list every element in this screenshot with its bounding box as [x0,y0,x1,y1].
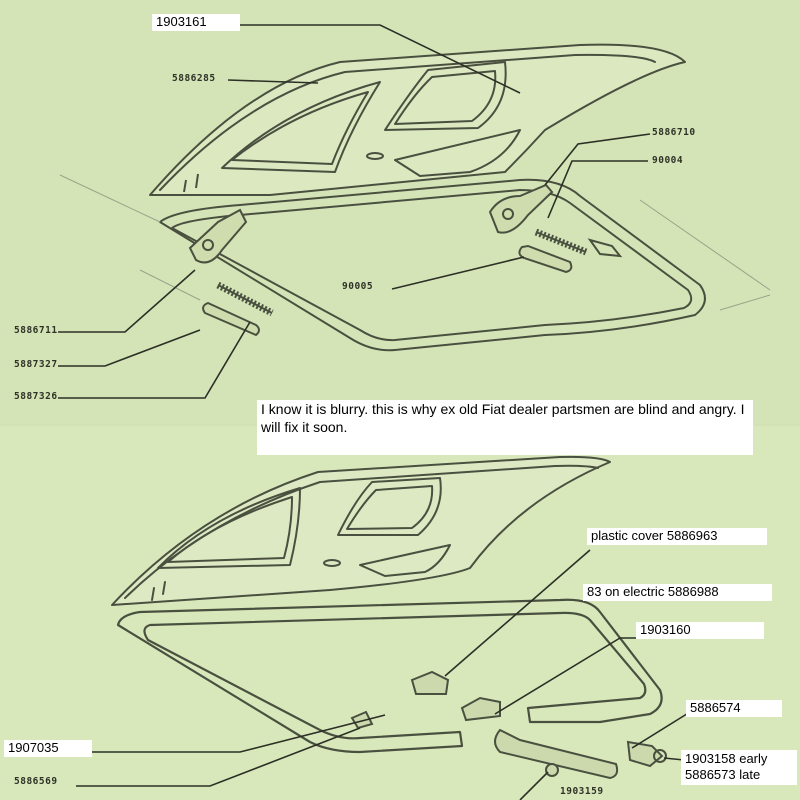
top-guide-lines [59,174,771,311]
label-part-1903159: 1903159 [560,786,604,797]
bottom-seal-frame [116,598,663,754]
top-leaders [58,24,651,399]
label-part-5886573-late: 5886573 late [685,767,761,783]
label-part-5887326: 5887326 [14,391,58,402]
label-early-late: 1903158 early 5886573 late [681,750,797,785]
top-roof-panel [149,43,686,196]
label-part-5886569: 5886569 [14,776,58,787]
bottom-hardware [350,670,667,780]
label-part-1903158-early: 1903158 early [685,751,768,766]
label-part-5887327: 5887327 [14,359,58,370]
label-part-5886574: 5886574 [686,700,782,717]
label-part-1903161: 1903161 [152,14,240,31]
label-part-1907035: 1907035 [4,740,92,757]
label-part-5886710: 5886710 [652,127,696,138]
label-part-90004: 90004 [652,155,684,166]
label-part-5886711: 5886711 [14,325,58,336]
label-part-1903160: 1903160 [636,622,764,639]
label-part-5886285: 5886285 [172,73,216,84]
label-part-90005: 90005 [342,281,374,292]
label-plastic-cover: plastic cover 5886963 [587,528,767,545]
blur-note: I know it is blurry. this is why ex old … [257,400,753,455]
bottom-roof-panel [111,455,611,606]
top-hardware [183,173,623,337]
bottom-leaders [58,549,691,800]
label-electric-option: 83 on electric 5886988 [583,584,772,601]
